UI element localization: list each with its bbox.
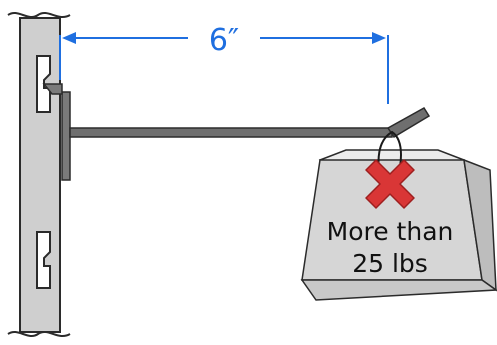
slotted-wall-post (7, 12, 71, 337)
dimension-label: 6″ (209, 23, 239, 58)
dimension-line: 6″ (59, 23, 389, 104)
right-arrowhead-icon (372, 32, 386, 44)
red-x-icon (365, 159, 415, 209)
lower-slot (36, 231, 51, 289)
weight-block: More than 25 lbs (300, 130, 497, 301)
hook-bracket (42, 83, 431, 181)
weight-label-line2: 25 lbs (352, 249, 428, 278)
weight-label-line1: More than (327, 217, 454, 246)
left-arrowhead-icon (62, 32, 76, 44)
